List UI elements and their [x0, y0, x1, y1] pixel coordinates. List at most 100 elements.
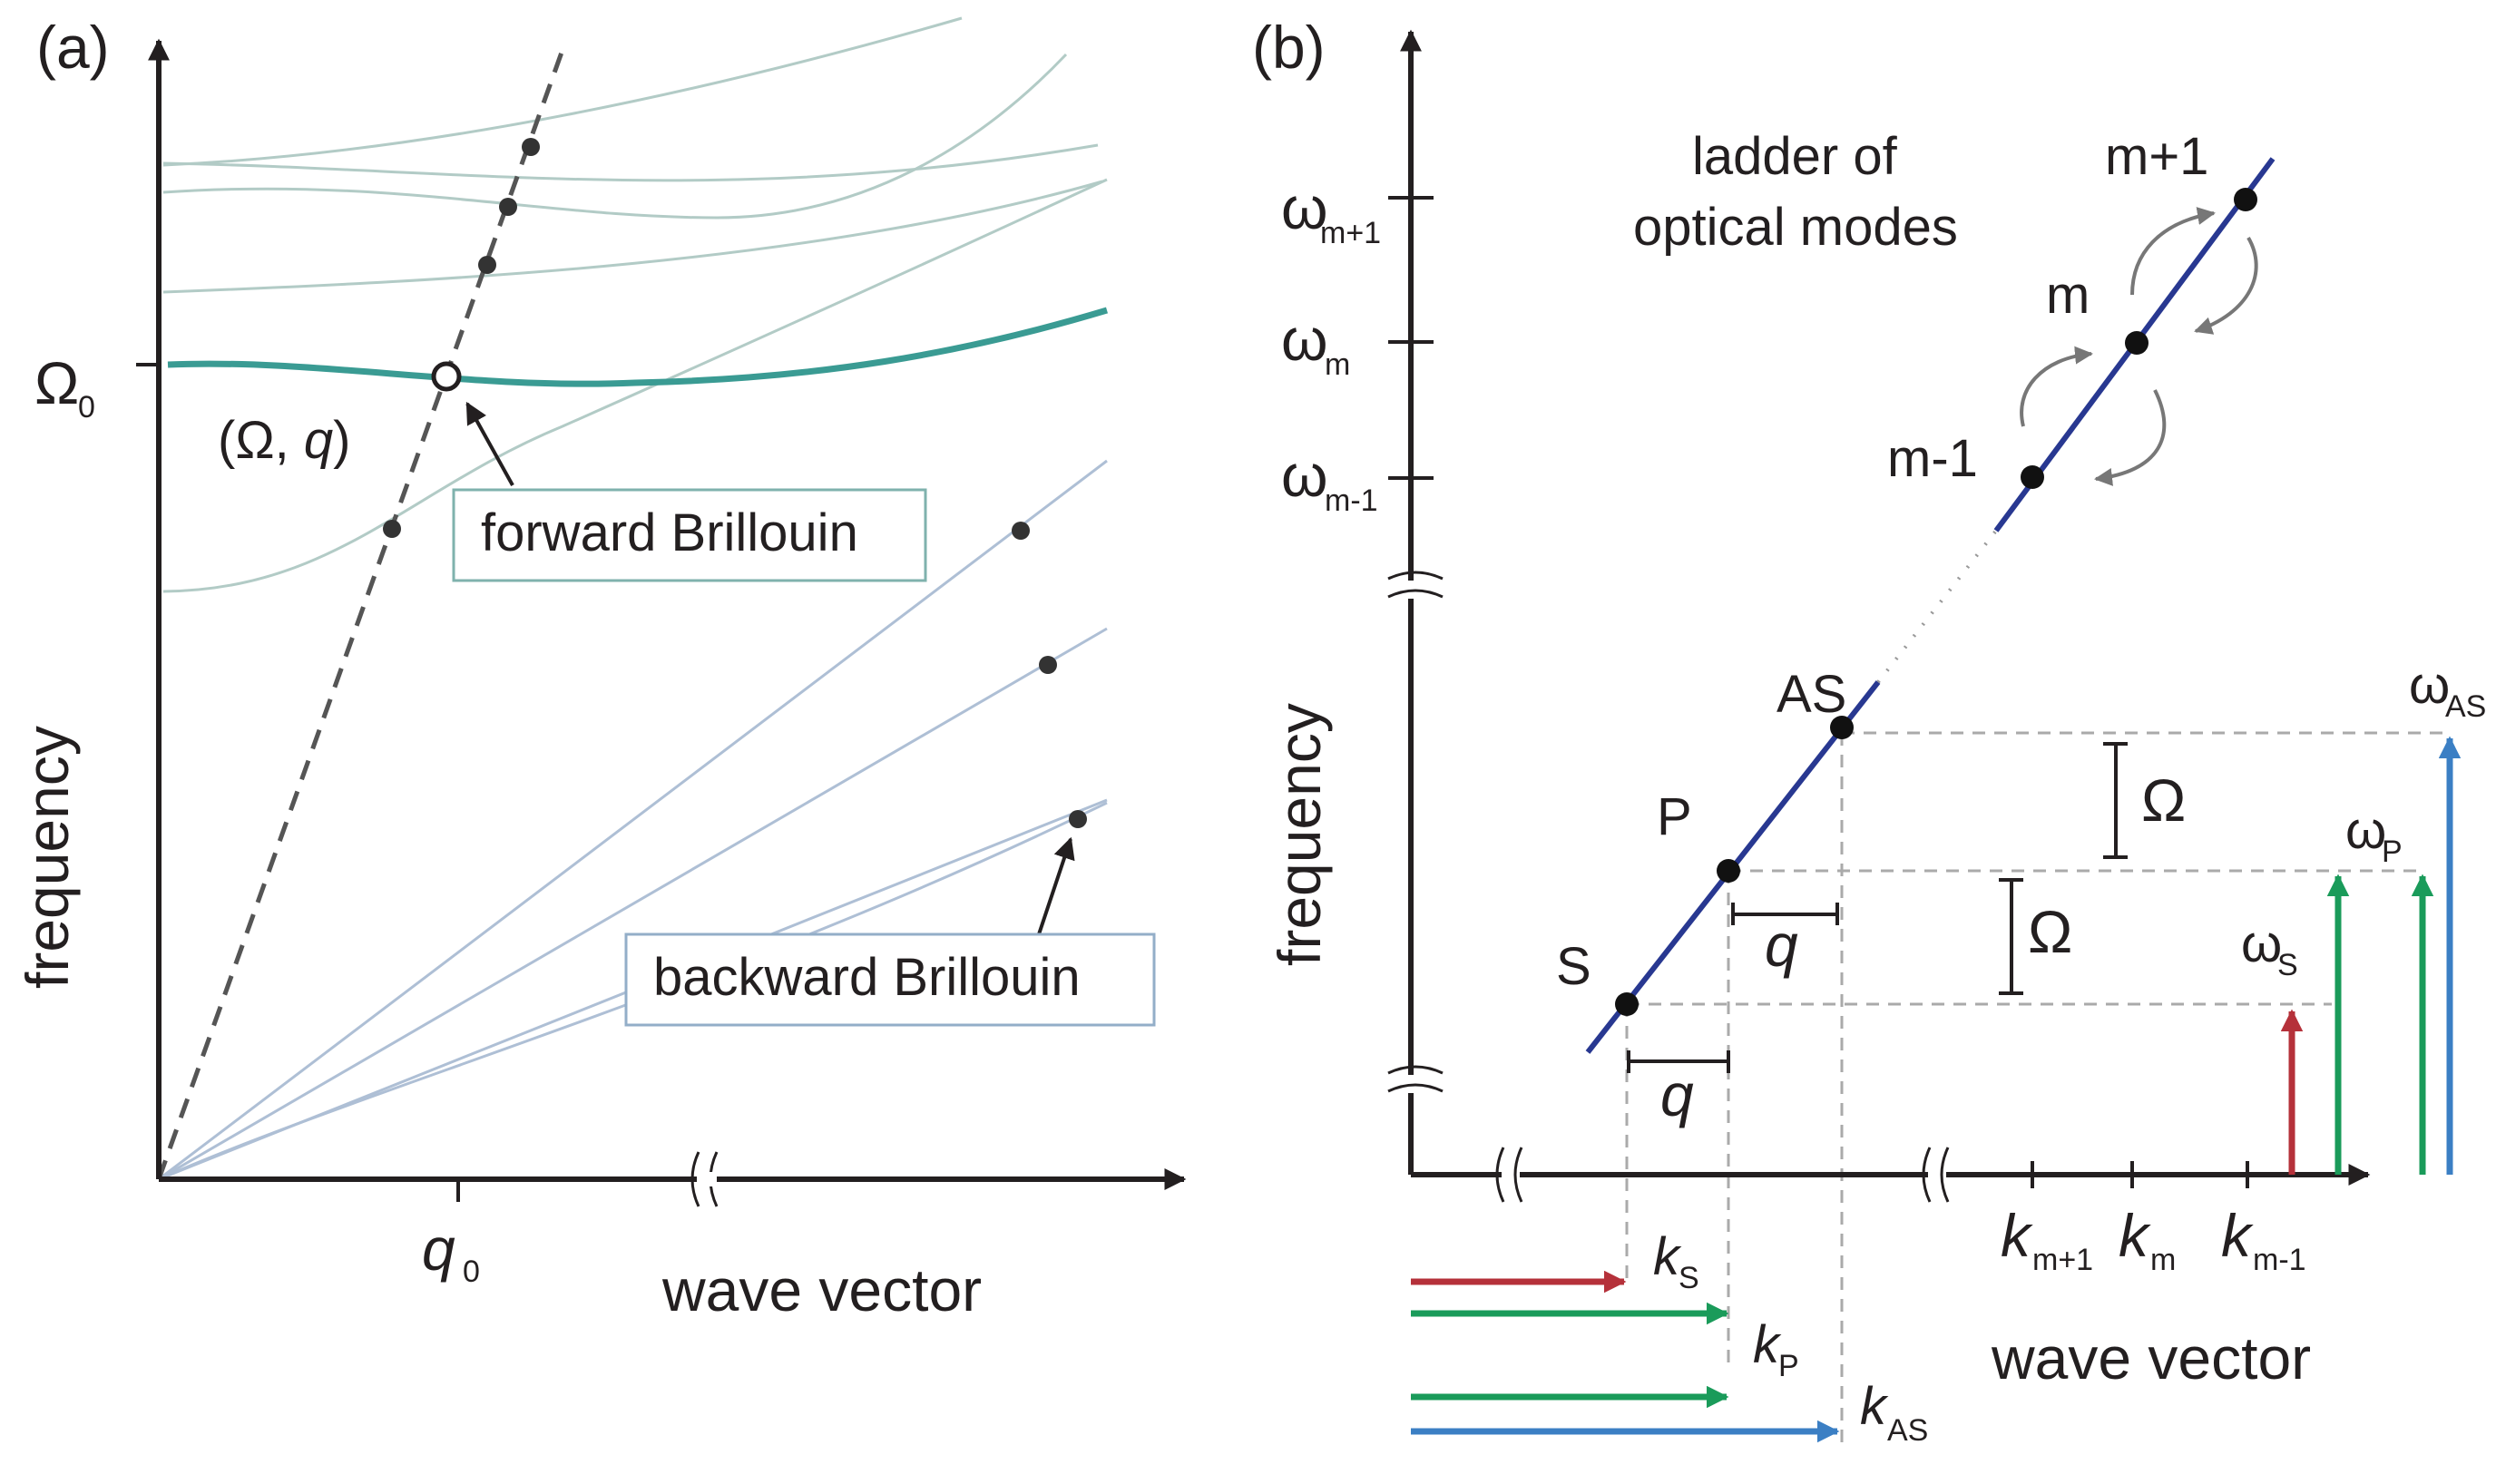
omega-as-label: ω	[2409, 656, 2450, 715]
q0-sub: 0	[463, 1255, 480, 1289]
omega-p-sub: P	[2382, 835, 2403, 869]
mode-m-label: m	[2046, 266, 2090, 325]
k-p-sub: P	[1778, 1349, 1799, 1383]
ladder-title-1: ladder of	[1692, 127, 1898, 186]
q-bracket-lower	[1627, 1050, 1730, 1073]
forward-pointer	[465, 401, 514, 486]
omega-lower-label: Ω	[2028, 898, 2072, 965]
omega-upper-label: Ω	[2141, 766, 2186, 834]
guide-lines	[1625, 731, 2450, 1442]
omega-p-label: ω	[2345, 801, 2386, 860]
q-upper-label: q	[1765, 912, 1798, 979]
ladder-title-2: optical modes	[1633, 198, 1958, 257]
backward-callout-box	[624, 932, 1156, 1027]
pt-s-label: S	[1556, 937, 1591, 996]
y-break	[1387, 1065, 1444, 1093]
mode-mm1-label: m-1	[1887, 429, 1978, 488]
mode-dot	[2021, 465, 2044, 489]
branch-curve	[162, 180, 1103, 294]
omega-as-sub: AS	[2445, 689, 2486, 724]
forward-callout: forward Brillouin	[481, 503, 858, 562]
omega-s-label: ω	[2241, 914, 2282, 973]
pt-p-label: P	[1657, 787, 1692, 846]
omega-s-sub: S	[2277, 948, 2298, 982]
branch-curve	[162, 143, 1099, 182]
x-break	[1495, 1147, 1523, 1203]
acoustic-branches	[162, 16, 1108, 593]
omega-bracket-upper	[2103, 742, 2128, 859]
q0-label: q	[422, 1216, 455, 1283]
k-s-label: k	[1653, 1227, 1682, 1286]
omega-m1-sub: m+1	[1320, 216, 1381, 250]
mode-dot	[2234, 188, 2257, 211]
k-mm1-label: k	[2221, 1202, 2254, 1269]
omega0-label: Ω	[34, 349, 79, 416]
k-as-label: k	[1860, 1377, 1889, 1436]
dot	[522, 138, 540, 156]
omega-mm1-sub: m-1	[1325, 483, 1378, 518]
backward-callout: backward Brillouin	[653, 948, 1081, 1007]
dot	[383, 520, 401, 538]
linear-branch	[158, 627, 1108, 1181]
backward-lines	[158, 459, 1108, 1181]
omega0-sub: 0	[78, 390, 95, 425]
branch-curve	[162, 53, 1068, 220]
panel-b: (b)	[1252, 14, 2486, 1448]
k-mm1-sub: m-1	[2253, 1243, 2306, 1277]
panel-a-label: (a)	[36, 14, 110, 81]
up-arrow	[2020, 346, 2093, 427]
panel-b-label: (b)	[1252, 14, 1326, 81]
mode-dots	[1615, 188, 2257, 1016]
up-arrow	[2130, 207, 2216, 296]
forward-point	[431, 361, 462, 392]
panel-a: (a) Ω 0 q 0 wav	[14, 14, 1187, 1323]
y-axis-label-b: frequency	[1266, 703, 1333, 966]
y-ticks-b	[1388, 196, 2249, 1188]
dot	[1012, 522, 1030, 540]
point-label: (Ω, q)	[218, 411, 351, 470]
transition-arrows	[2020, 207, 2258, 486]
x-axis-label: wave vector	[661, 1256, 982, 1323]
backward-pointer	[1037, 836, 1075, 935]
branch-curve	[162, 16, 963, 167]
q-bracket-upper	[1731, 903, 1839, 925]
k-as-sub: AS	[1887, 1413, 1928, 1448]
mode-m1-label: m+1	[2105, 127, 2208, 186]
down-arrow	[2094, 389, 2167, 486]
k-m-sub: m	[2150, 1243, 2176, 1277]
mode-dot	[2125, 331, 2149, 355]
down-arrow	[2194, 236, 2258, 335]
forward-callout-box	[452, 488, 927, 582]
omega-brackets	[1999, 742, 2128, 995]
mode-dot	[1717, 859, 1740, 883]
intersection-dots	[383, 138, 1087, 828]
k-p-label: k	[1753, 1315, 1782, 1374]
linear-branch	[158, 801, 1108, 1181]
dot	[1069, 810, 1087, 828]
x-axis-label-b: wave vector	[1991, 1324, 2311, 1391]
dot	[478, 256, 496, 274]
dot	[1039, 656, 1057, 674]
q-lower-label: q	[1660, 1061, 1694, 1128]
omega-m-sub: m	[1325, 347, 1350, 382]
mode-dot	[1615, 992, 1639, 1016]
axis-break-gap	[697, 1172, 717, 1186]
dashed-light-line	[156, 49, 565, 1180]
omega-bracket-lower	[1999, 878, 2023, 995]
mode-dot	[1830, 716, 1854, 739]
k-m1-sub: m+1	[2032, 1243, 2093, 1277]
dot	[499, 198, 517, 216]
omega-mm1-label: ω	[1281, 442, 1328, 509]
highlighted-branch	[167, 307, 1109, 387]
pt-as-label: AS	[1777, 665, 1846, 724]
k-s-sub: S	[1679, 1261, 1699, 1295]
k-m1-label: k	[2001, 1202, 2033, 1269]
q-brackets	[1627, 903, 1839, 1073]
omega-m1-label: ω	[1281, 174, 1328, 241]
mode-line-gap	[1876, 529, 1998, 684]
linear-branch	[158, 459, 1108, 1181]
branch-curve	[162, 178, 1108, 593]
y-axis-label: frequency	[14, 726, 81, 989]
x-break	[1922, 1147, 1950, 1203]
